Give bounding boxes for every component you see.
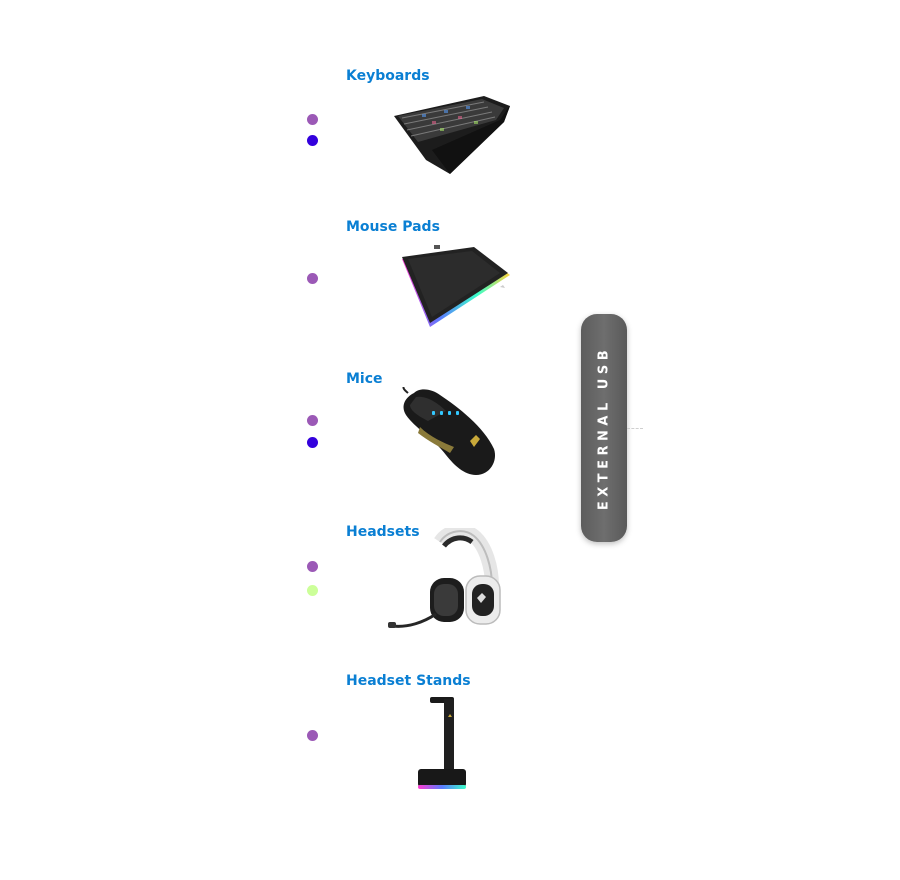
- feature-dot-purple[interactable]: [307, 415, 318, 426]
- feature-dot-purple[interactable]: [307, 114, 318, 125]
- mouse-pad-icon[interactable]: [400, 245, 514, 329]
- category-mice: Mice: [300, 371, 540, 481]
- feature-dot-purple[interactable]: [307, 273, 318, 284]
- mouse-icon[interactable]: [400, 387, 500, 477]
- category-headset-stands: Headset Stands: [300, 673, 540, 793]
- feature-dot-green[interactable]: [307, 585, 318, 596]
- category-mouse-pads: Mouse Pads: [300, 219, 540, 329]
- keyboard-icon[interactable]: [392, 94, 512, 174]
- category-title-mice[interactable]: Mice: [346, 371, 383, 387]
- connection-line: [627, 428, 643, 429]
- category-headsets: Headsets: [300, 524, 540, 634]
- category-title-headsets[interactable]: Headsets: [346, 524, 420, 540]
- feature-dot-purple[interactable]: [307, 730, 318, 741]
- category-title-keyboards[interactable]: Keyboards: [346, 68, 430, 84]
- feature-dot-purple[interactable]: [307, 561, 318, 572]
- category-keyboards: Keyboards: [300, 68, 540, 178]
- external-usb-label: EXTERNAL USB: [596, 345, 612, 511]
- headset-icon[interactable]: [388, 528, 504, 632]
- feature-dot-blue[interactable]: [307, 135, 318, 146]
- category-title-headset-stands[interactable]: Headset Stands: [346, 673, 471, 689]
- headset-stand-icon[interactable]: [414, 695, 470, 795]
- external-usb-badge: EXTERNAL USB: [581, 314, 627, 542]
- category-title-mouse-pads[interactable]: Mouse Pads: [346, 219, 440, 235]
- feature-dot-blue[interactable]: [307, 437, 318, 448]
